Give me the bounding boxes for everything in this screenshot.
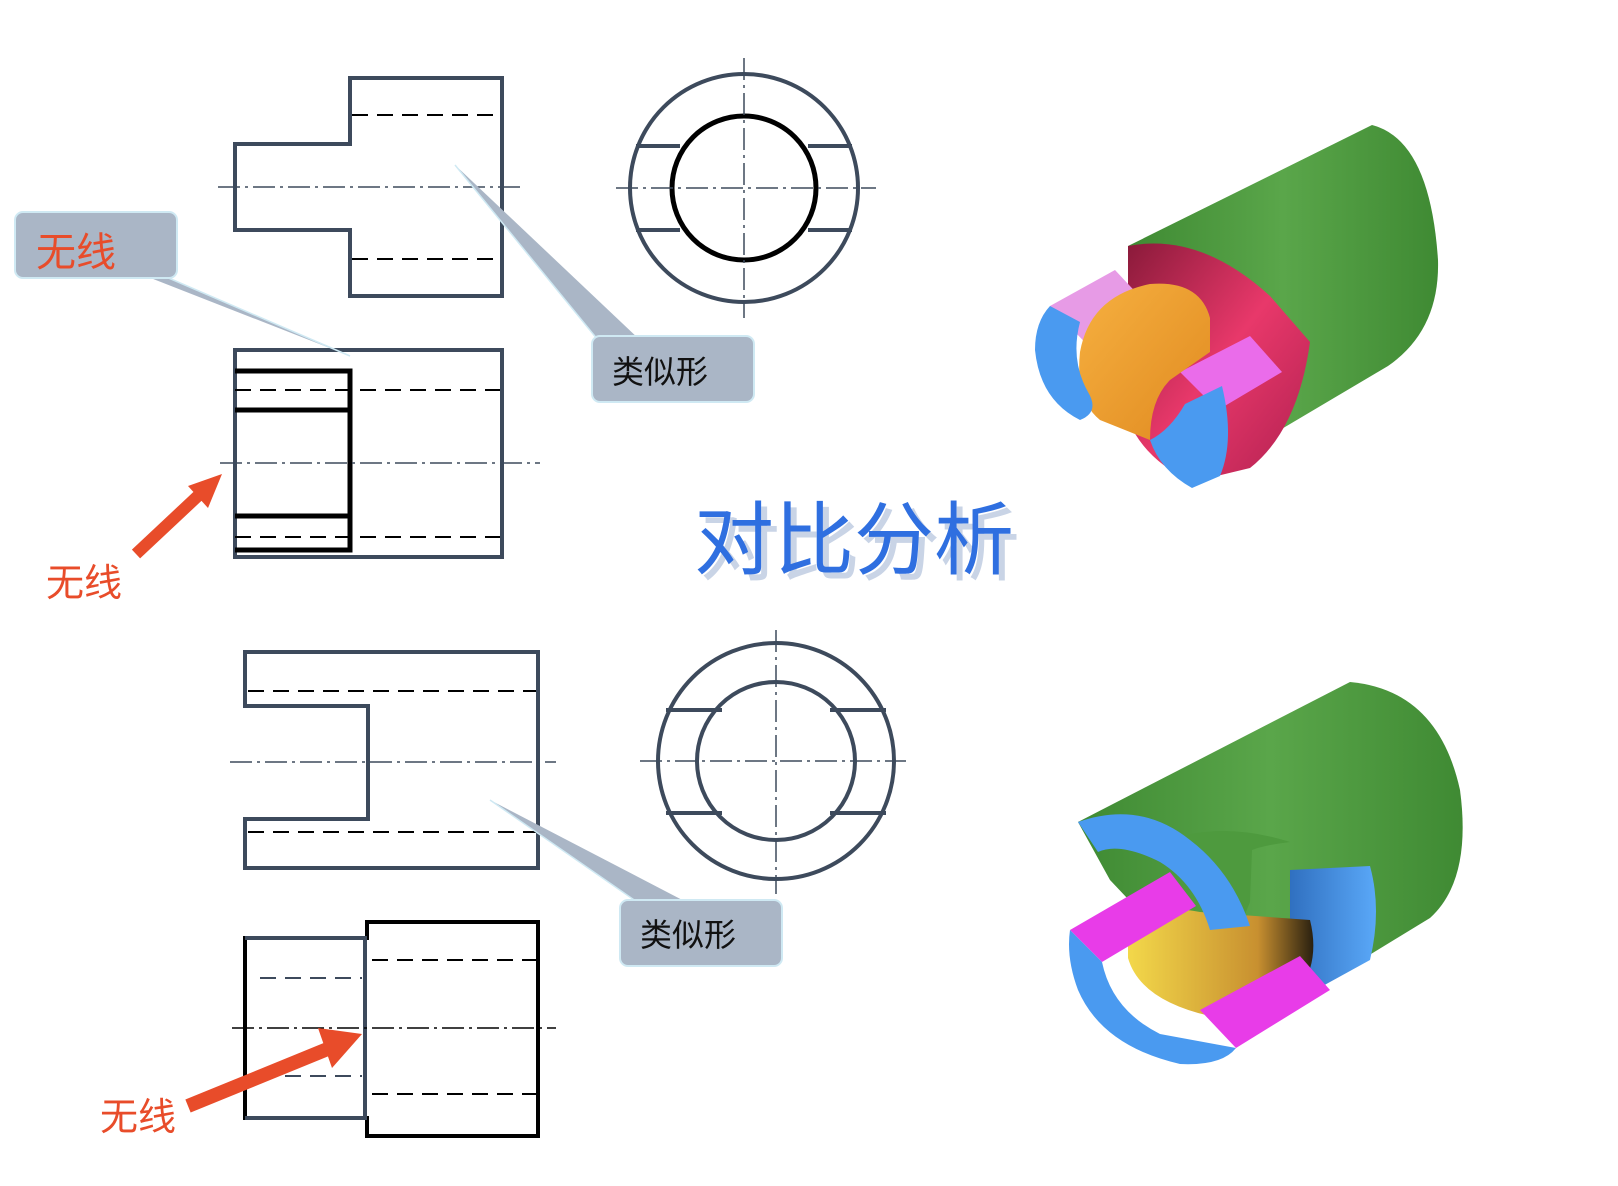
bottom-no-line-arrow-label: 无线 — [100, 1095, 176, 1139]
top-3d-model — [1035, 125, 1439, 488]
bottom-front-view — [230, 650, 556, 870]
page-title: 对比分析 — [700, 500, 1020, 593]
bottom-plan-view — [232, 920, 556, 1138]
top-plan-view — [220, 348, 540, 559]
top-similar-shape-label: 类似形 — [612, 353, 708, 391]
bottom-side-view — [640, 630, 906, 894]
top-no-line-arrow: 无线 — [46, 474, 222, 605]
top-front-view — [233, 76, 504, 298]
top-side-view — [616, 58, 876, 318]
bottom-similar-shape-label: 类似形 — [640, 916, 736, 954]
top-similar-shape-callout: 类似形 — [454, 164, 755, 403]
top-no-line-arrow-label: 无线 — [46, 561, 122, 605]
top-no-line-box-callout: 无线 — [14, 211, 351, 357]
top-no-line-box-label: 无线 — [36, 230, 116, 276]
bottom-similar-shape-callout: 类似形 — [489, 799, 783, 967]
page-title-front: 对比分析 — [694, 494, 1014, 587]
bottom-3d-model — [1069, 682, 1463, 1065]
bottom-no-line-arrow: 无线 — [100, 1028, 362, 1139]
